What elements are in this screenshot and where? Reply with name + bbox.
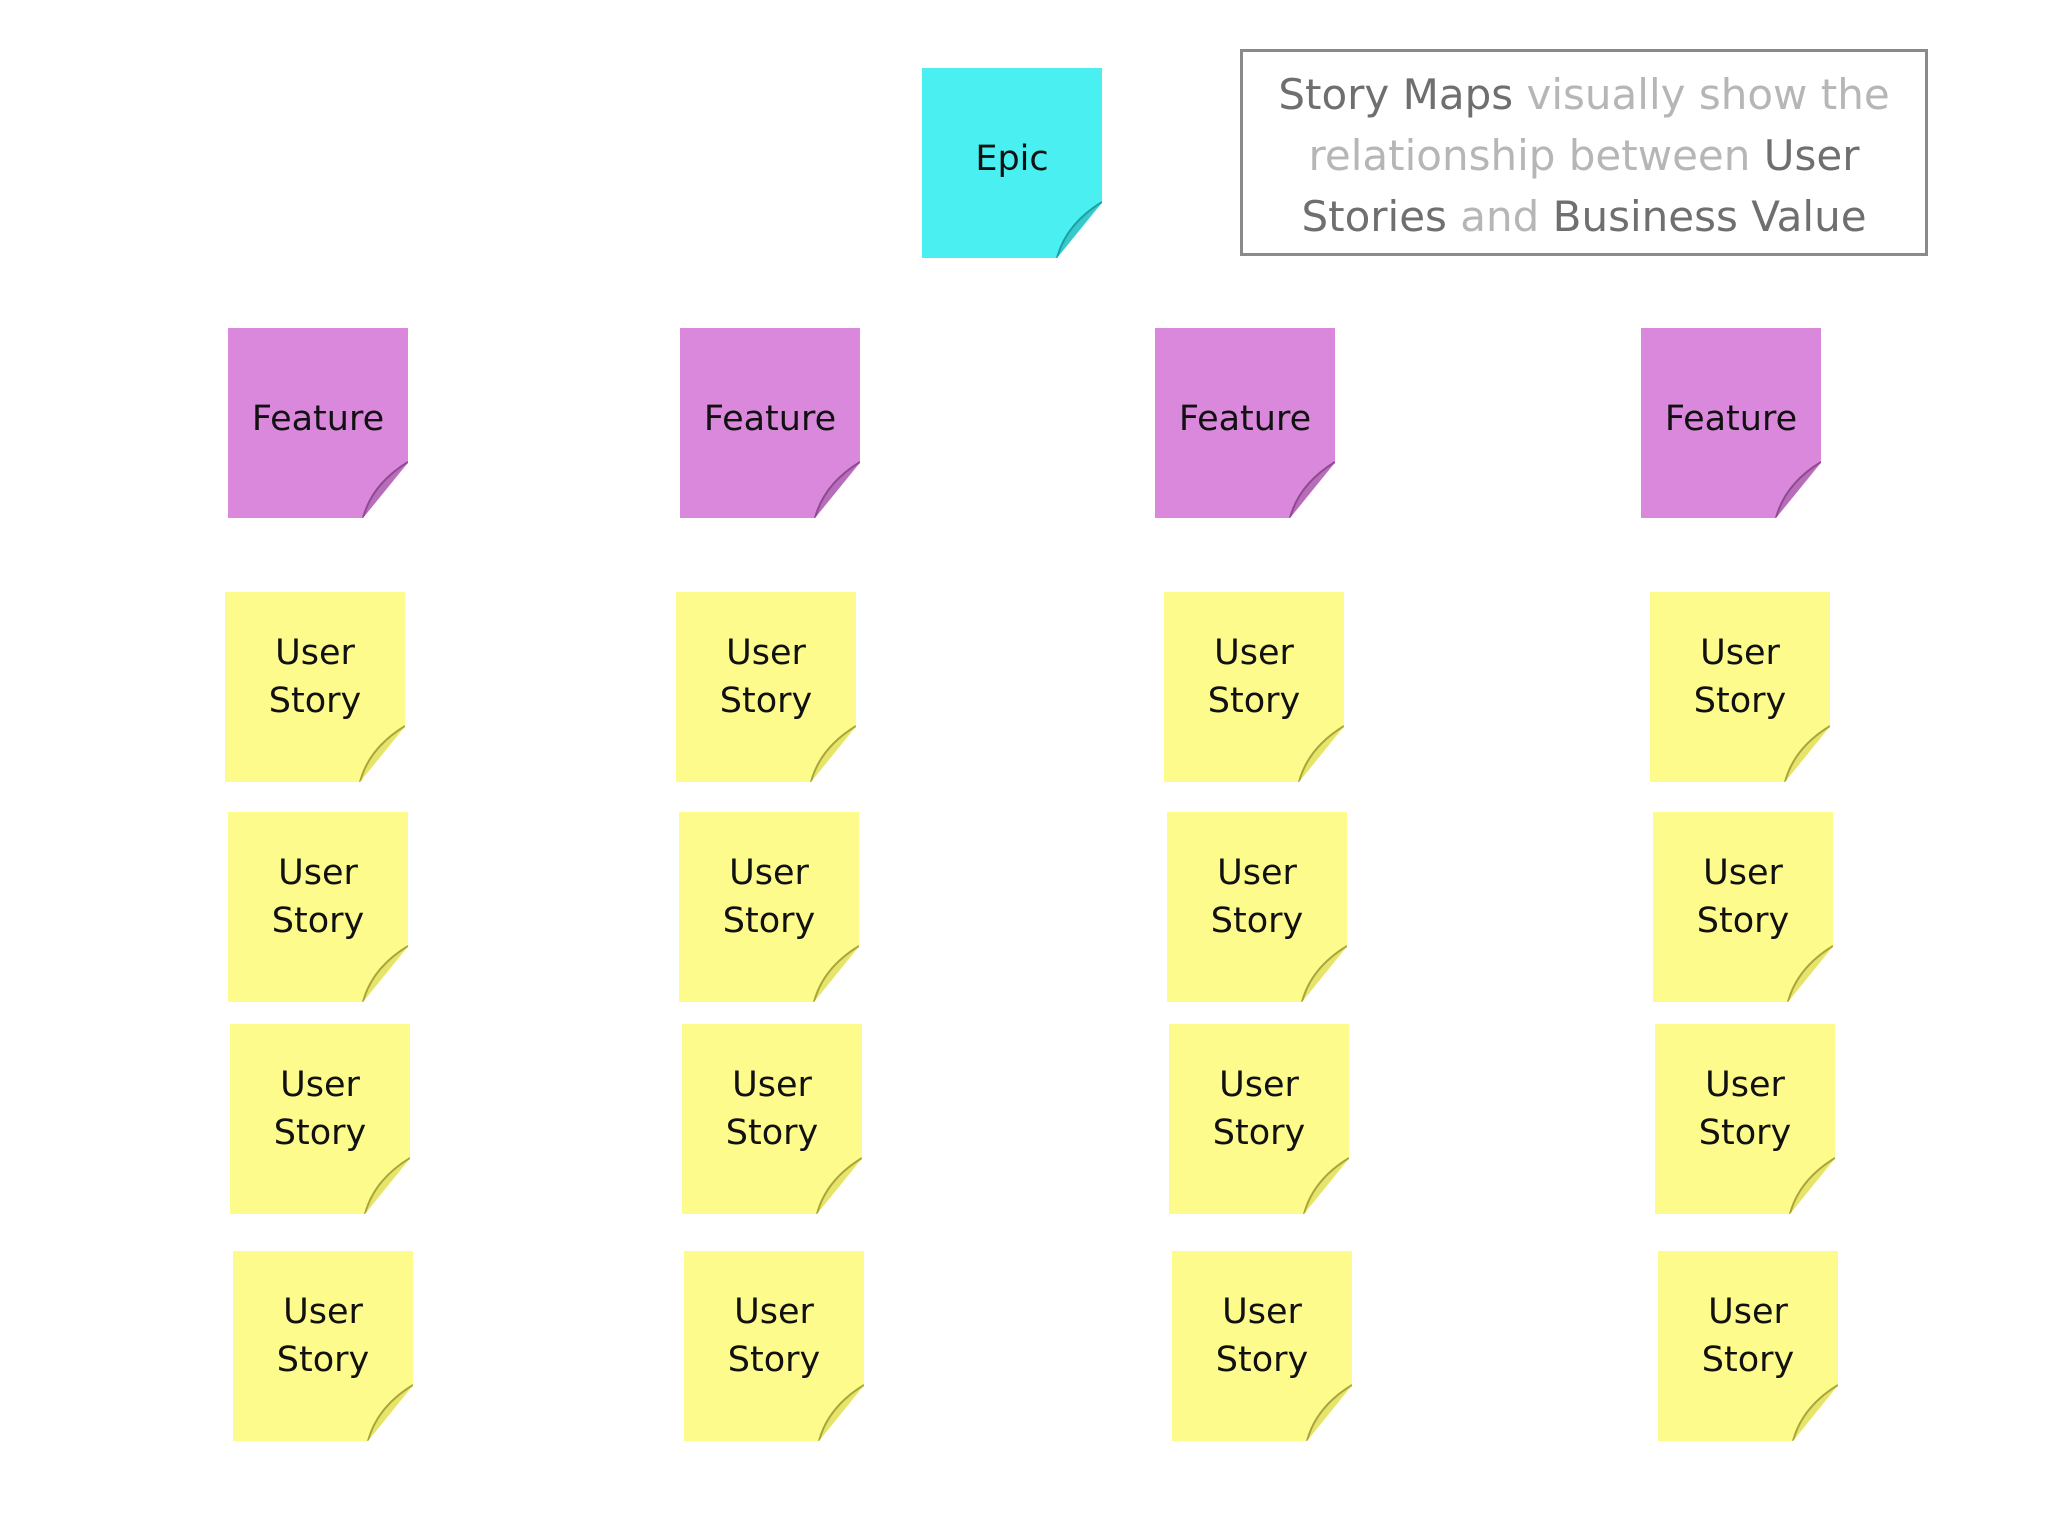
epic-label: Epic <box>975 139 1049 179</box>
callout-text-user-stories: User Stories <box>1301 131 1860 241</box>
user-story-label: User Story <box>1698 1065 1792 1153</box>
feature-note-1: Feature <box>228 328 408 518</box>
page-curl-icon <box>1056 201 1102 258</box>
user-story-note: User Story <box>1655 1024 1835 1214</box>
epic-note: Epic <box>922 68 1102 258</box>
page-curl-icon <box>1792 1384 1838 1441</box>
callout-text-visually-show: visually show the relationship between <box>1308 70 1890 180</box>
user-story-label: User Story <box>1701 1292 1795 1380</box>
page-curl-icon <box>362 945 408 1002</box>
page-curl-icon <box>367 1384 413 1441</box>
page-curl-icon <box>364 1157 410 1214</box>
user-story-label: User Story <box>719 633 813 721</box>
user-story-note: User Story <box>228 812 408 1002</box>
page-curl-icon <box>816 1157 862 1214</box>
feature-label: Feature <box>251 399 385 439</box>
user-story-label: User Story <box>268 633 362 721</box>
page-curl-icon <box>810 725 856 782</box>
user-story-label: User Story <box>273 1065 367 1153</box>
page-curl-icon <box>1303 1157 1349 1214</box>
user-story-label: User Story <box>1215 1292 1309 1380</box>
feature-note-2: Feature <box>680 328 860 518</box>
callout-text-business-value: Business Value <box>1552 192 1867 241</box>
user-story-label: User Story <box>271 853 365 941</box>
feature-label: Feature <box>1664 399 1798 439</box>
user-story-note: User Story <box>233 1251 413 1441</box>
feature-note-4: Feature <box>1641 328 1821 518</box>
page-curl-icon <box>359 725 405 782</box>
user-story-note: User Story <box>676 592 856 782</box>
feature-label: Feature <box>1178 399 1312 439</box>
callout-text-and: and <box>1446 192 1553 241</box>
user-story-note: User Story <box>1653 812 1833 1002</box>
user-story-label: User Story <box>725 1065 819 1153</box>
user-story-note: User Story <box>684 1251 864 1441</box>
page-curl-icon <box>1298 725 1344 782</box>
user-story-note: User Story <box>679 812 859 1002</box>
user-story-label: User Story <box>276 1292 370 1380</box>
feature-label: Feature <box>703 399 837 439</box>
feature-note-3: Feature <box>1155 328 1335 518</box>
page-curl-icon <box>813 945 859 1002</box>
user-story-note: User Story <box>230 1024 410 1214</box>
page-curl-icon <box>814 461 860 518</box>
user-story-label: User Story <box>1693 633 1787 721</box>
user-story-note: User Story <box>1167 812 1347 1002</box>
page-curl-icon <box>1289 461 1335 518</box>
page-curl-icon <box>1775 461 1821 518</box>
page-curl-icon <box>1787 945 1833 1002</box>
user-story-label: User Story <box>1210 853 1304 941</box>
page-curl-icon <box>1306 1384 1352 1441</box>
page-curl-icon <box>362 461 408 518</box>
user-story-label: User Story <box>722 853 816 941</box>
user-story-label: User Story <box>1207 633 1301 721</box>
user-story-label: User Story <box>727 1292 821 1380</box>
user-story-note: User Story <box>1169 1024 1349 1214</box>
page-curl-icon <box>1789 1157 1835 1214</box>
page-curl-icon <box>1301 945 1347 1002</box>
user-story-note: User Story <box>682 1024 862 1214</box>
user-story-label: User Story <box>1696 853 1790 941</box>
user-story-note: User Story <box>1658 1251 1838 1441</box>
story-map-callout: Story Maps visually show the relationshi… <box>1240 49 1928 256</box>
page-curl-icon <box>818 1384 864 1441</box>
user-story-note: User Story <box>1164 592 1344 782</box>
page-curl-icon <box>1784 725 1830 782</box>
user-story-note: User Story <box>225 592 405 782</box>
callout-text-story-maps: Story Maps <box>1278 70 1514 119</box>
user-story-note: User Story <box>1172 1251 1352 1441</box>
user-story-label: User Story <box>1212 1065 1306 1153</box>
user-story-note: User Story <box>1650 592 1830 782</box>
